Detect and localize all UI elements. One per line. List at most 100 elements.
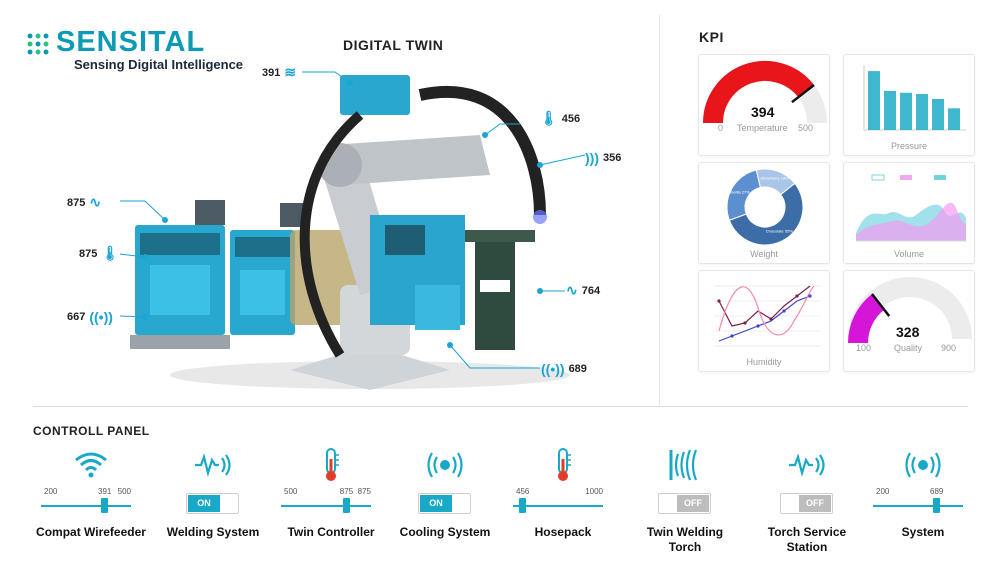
callout-controller[interactable]: 875∿ (67, 194, 101, 211)
control-cabinet[interactable] (370, 215, 465, 330)
callout-value: 764 (581, 284, 601, 297)
pressure-bar (948, 108, 960, 130)
control-panel-title: CONTROLL PANEL (33, 424, 150, 438)
kpi-title: KPI (699, 29, 724, 45)
kpi-quality-card[interactable]: 328 100 900 Quality (843, 270, 975, 372)
torch-service-station[interactable] (465, 230, 535, 350)
slider-max: 500 (117, 487, 131, 496)
welding-machine-right[interactable] (230, 203, 308, 335)
control-welding-system: ON Welding System (158, 445, 268, 539)
control-twin-welding-torch: OFF Twin Welding Torch (630, 445, 740, 554)
legend-swatch (871, 174, 885, 181)
pressure-bar (932, 99, 944, 130)
slider-value: 875 (339, 487, 354, 496)
broadcast-icon (390, 445, 500, 485)
signal-waves-icon (630, 445, 740, 485)
torch-service-station-toggle[interactable]: OFF (780, 493, 833, 514)
slider-value: 391 (98, 487, 112, 496)
welding-system-label: Welding System (166, 525, 260, 539)
weight-slice (728, 182, 804, 246)
signal-waves-icon: ))) (585, 150, 599, 166)
temperature-label: Temperature (737, 123, 788, 133)
callout-value: 875 (67, 196, 86, 209)
callout-service-station[interactable]: ∿764 (566, 282, 600, 299)
pressure-bar (884, 90, 896, 130)
callout-torch[interactable]: ))) 356 (585, 150, 621, 166)
weight-slice-label: Chocolate 55% (766, 228, 794, 233)
callout-value: 667 (67, 311, 86, 323)
pressure-bar (916, 94, 928, 130)
callout-cooling[interactable]: 667((•)) (67, 309, 113, 325)
slider-thumb[interactable] (101, 498, 108, 513)
slider-track[interactable] (281, 505, 371, 507)
brand-tagline: Sensing Digital Intelligence (74, 57, 244, 72)
callout-value: 875 (79, 247, 98, 260)
slider-max: 875 (357, 487, 371, 496)
legend-swatch (900, 175, 912, 180)
pressure-bar-chart (863, 65, 966, 131)
callout-system[interactable]: ((•))689 (541, 361, 587, 377)
slider-track[interactable] (41, 505, 131, 507)
slider-min: 456 (516, 487, 530, 496)
toggle-knob[interactable]: ON (188, 495, 220, 512)
slider-track[interactable] (873, 505, 963, 507)
callout-controller-temp[interactable]: 875🌡 (79, 245, 119, 262)
kpi-weight-card[interactable]: Chocolate 55%Vanilla 27%Strawberry 18% W… (698, 162, 830, 264)
volume-area-chart (856, 174, 966, 242)
twin-welding-torch-toggle[interactable]: OFF (658, 493, 711, 514)
slider-track[interactable] (513, 505, 603, 507)
cooling-system-toggle[interactable]: ON (418, 493, 471, 514)
callout-value: 689 (568, 363, 587, 375)
broadcast-icon: ((•)) (541, 361, 565, 377)
temperature-gauge (703, 60, 827, 124)
digital-twin-illustration[interactable] (40, 55, 660, 395)
kpi-pressure-card[interactable]: Pressure (843, 54, 975, 156)
pressure-bar (868, 71, 880, 130)
kpi-humidity-card[interactable]: Humidity (698, 270, 830, 372)
quality-max: 900 (941, 343, 957, 353)
sensital-logo: SENSITAL Sensing Digital Intelligence (26, 26, 256, 80)
toggle-knob[interactable]: OFF (677, 495, 709, 512)
kpi-temperature-card[interactable]: 394 0 500 Temperature (698, 54, 830, 156)
quality-label: Quality (894, 343, 923, 353)
temperature-min: 0 (718, 123, 724, 133)
kpi-volume-card[interactable]: Volume (843, 162, 975, 264)
pulse-icon (158, 445, 268, 485)
callout-value: 391 (262, 66, 281, 79)
wifi-icon (36, 445, 146, 485)
broadcast-icon (868, 445, 978, 485)
pressure-bar (900, 92, 912, 130)
pulse-icon (752, 445, 862, 485)
slider-thumb[interactable] (933, 498, 940, 513)
weight-slice-label: Vanilla 27% (729, 189, 750, 194)
welding-system-toggle[interactable]: ON (186, 493, 239, 514)
brand-name: SENSITAL (56, 26, 206, 58)
thermometer-icon: 🌡 (101, 245, 120, 261)
callout-value: 456 (561, 112, 581, 125)
toggle-knob[interactable]: ON (420, 495, 452, 512)
welding-machine-left[interactable] (130, 200, 230, 349)
twin-welding-torch-label: Twin Welding Torch (646, 525, 724, 554)
slider-value: 689 (930, 487, 944, 496)
callout-hosepack[interactable]: 🌡456 (540, 110, 580, 127)
callout-value: 356 (603, 152, 622, 164)
slider-thumb[interactable] (519, 498, 526, 513)
slider-thumb[interactable] (342, 498, 350, 513)
callout-wirefeeder[interactable]: 391≋ (262, 64, 296, 81)
compat-wirefeeder-label: Compat Wirefeeder (36, 525, 146, 539)
volume-label: Volume (893, 249, 925, 259)
toggle-knob[interactable]: OFF (799, 495, 831, 512)
pressure-label: Pressure (890, 141, 927, 151)
humidity-label: Humidity (746, 357, 782, 367)
broadcast-icon: ((•)) (89, 309, 113, 325)
digital-twin-title: DIGITAL TWIN (343, 37, 444, 53)
slider-min: 500 (284, 487, 298, 496)
